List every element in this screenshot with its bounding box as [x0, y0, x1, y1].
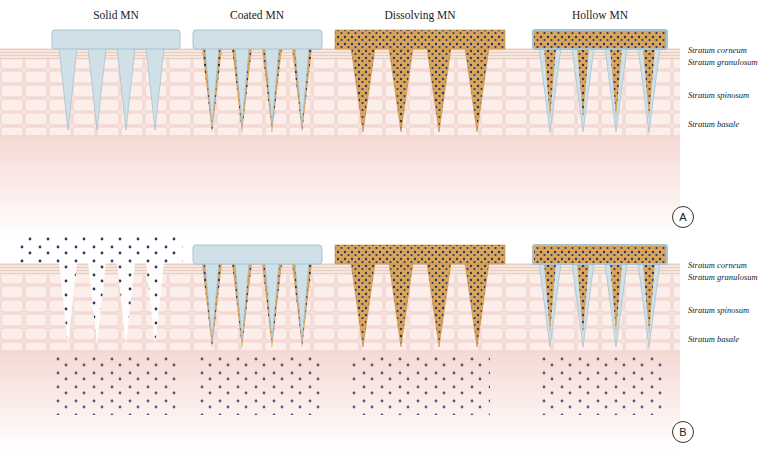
layer-label: Stratum corneum [688, 45, 747, 55]
column-header: Solid MN [93, 8, 139, 22]
panel-b [0, 237, 680, 450]
solid-microneedle [52, 30, 180, 130]
dissolving-microneedle [335, 30, 505, 132]
column-header: Dissolving MN [384, 8, 455, 22]
panel-letter-circle: A [672, 206, 694, 228]
layer-label: Stratum granulosum [688, 57, 758, 67]
panel-letter: B [679, 426, 686, 438]
panel-a [0, 30, 680, 235]
layer-label: Stratum basale [688, 334, 739, 344]
coated-microneedle [193, 30, 322, 133]
panel-letter: A [679, 211, 686, 223]
layer-label: Stratum basale [688, 119, 739, 129]
layer-label: Stratum spinosum [688, 90, 749, 100]
coated-microneedle [193, 245, 322, 348]
hollow-microneedle [533, 245, 667, 347]
layer-label: Stratum granulosum [688, 272, 758, 282]
drug-diffusion [52, 357, 663, 415]
hollow-microneedle [533, 30, 667, 132]
layer-label: Stratum corneum [688, 260, 747, 270]
panel-letter-circle: B [672, 421, 694, 443]
solid-microneedle-channels [18, 237, 183, 345]
column-header: Hollow MN [572, 8, 628, 22]
layer-label: Stratum spinosum [688, 305, 749, 315]
column-header: Coated MN [230, 8, 284, 22]
dissolving-microneedle [335, 245, 505, 347]
